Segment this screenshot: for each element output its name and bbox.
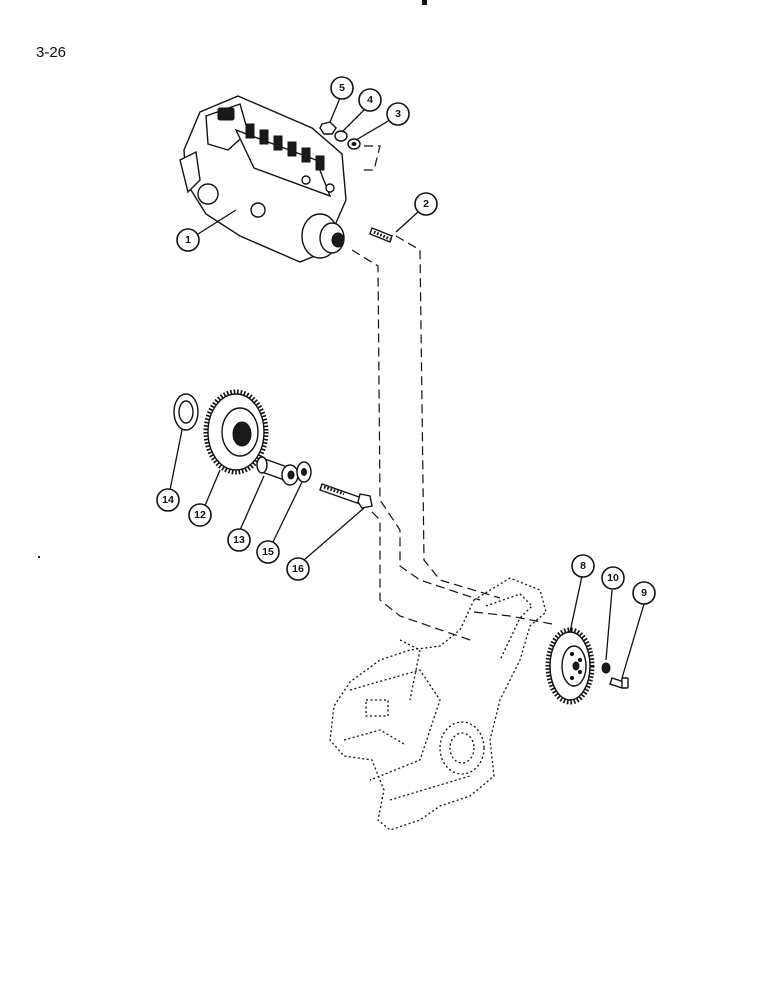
idler-gear-12 <box>203 389 269 475</box>
print-speck <box>38 556 40 558</box>
capscrew-9 <box>609 677 629 689</box>
pump-drive-hub <box>301 213 345 259</box>
callout-9-label: 9 <box>641 587 647 599</box>
timing-gear-housing <box>329 577 547 831</box>
callout-leader-lines <box>169 97 645 679</box>
callout-16-label: 16 <box>292 563 304 575</box>
callout-8: 8 <box>571 554 595 578</box>
callout-15-label: 15 <box>262 546 274 558</box>
injection-pump <box>179 95 347 263</box>
callout-4: 4 <box>358 88 382 112</box>
lockwasher-4 <box>334 130 348 142</box>
assembly-guide-lines <box>350 145 553 641</box>
callout-10-label: 10 <box>607 572 619 584</box>
lockwasher-10 <box>601 662 611 674</box>
thrust-washer-14 <box>173 393 199 431</box>
stud-2 <box>369 227 393 243</box>
washer-3 <box>347 138 361 150</box>
callout-14-label: 14 <box>162 494 174 506</box>
pump-delivery-valves <box>245 123 325 171</box>
bushing-13 <box>256 456 299 486</box>
callout-4-label: 4 <box>367 94 373 106</box>
callout-2: 2 <box>414 192 438 216</box>
callout-2-label: 2 <box>423 198 429 210</box>
callout-13: 13 <box>227 528 251 552</box>
pump-drive-gear-8 <box>545 627 595 705</box>
callout-1-label: 1 <box>185 234 191 246</box>
callout-15: 15 <box>256 540 280 564</box>
callout-1: 1 <box>176 228 200 252</box>
callout-5: 5 <box>330 76 354 100</box>
callout-10: 10 <box>601 566 625 590</box>
callout-16: 16 <box>286 557 310 581</box>
callout-3: 3 <box>386 102 410 126</box>
callout-13-label: 13 <box>233 534 245 546</box>
callout-8-label: 8 <box>580 560 586 572</box>
nut-5 <box>319 121 337 135</box>
washer-15 <box>296 461 312 483</box>
page-number: 3-26 <box>36 44 67 61</box>
callout-12-label: 12 <box>194 509 206 521</box>
callout-12: 12 <box>188 503 212 527</box>
bolt-16 <box>319 483 373 509</box>
callout-3-label: 3 <box>395 108 401 120</box>
callout-5-label: 5 <box>339 82 345 94</box>
page-top-mark <box>422 0 427 5</box>
callout-9: 9 <box>632 581 656 605</box>
callout-14: 14 <box>156 488 180 512</box>
